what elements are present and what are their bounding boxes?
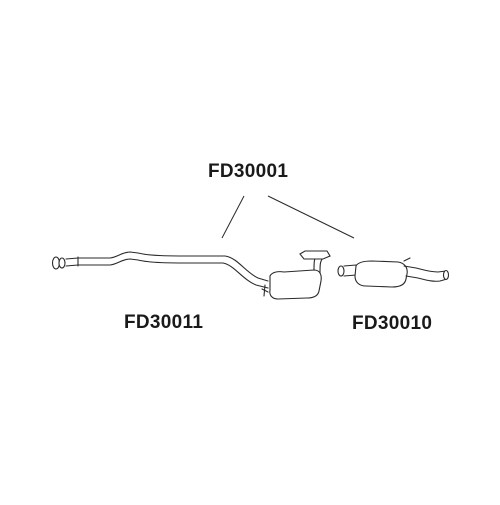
rear-silencer-body xyxy=(354,260,408,288)
center-outlet-flange xyxy=(299,250,331,260)
part-code-rear: FD30010 xyxy=(352,313,433,334)
front-pipe xyxy=(51,251,269,289)
rear-silencer xyxy=(337,257,450,288)
rear-tailpipe-end xyxy=(442,269,450,281)
center-silencer-body xyxy=(269,269,322,300)
rear-tailpipe-lower xyxy=(405,275,448,282)
part-code-center: FD30001 xyxy=(208,161,289,182)
rear-tailpipe-upper xyxy=(403,265,447,273)
center-hanger xyxy=(261,284,269,297)
center-silencer xyxy=(261,250,331,300)
leader-line-right xyxy=(267,195,355,239)
front-flange-ring xyxy=(58,257,66,269)
rear-inlet-ring xyxy=(337,265,345,277)
leader-lines xyxy=(221,195,355,239)
rear-inlet-pipe xyxy=(343,264,357,277)
front-pipe-upper-edge xyxy=(65,251,269,282)
rear-hanger xyxy=(403,257,411,262)
leader-line-left xyxy=(221,195,245,239)
front-pipe-lower-edge xyxy=(65,258,269,289)
part-code-front: FD30011 xyxy=(124,312,204,333)
